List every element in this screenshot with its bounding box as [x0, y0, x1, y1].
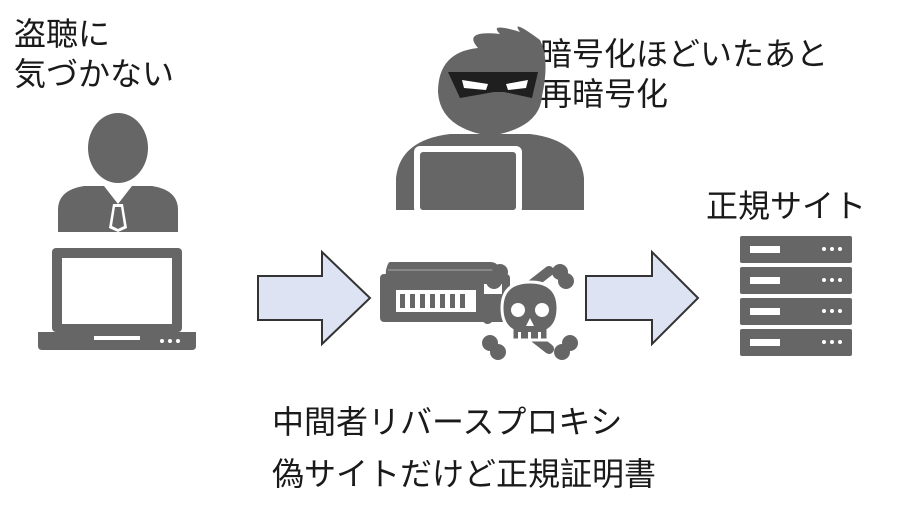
arrow-right-icon	[257, 249, 372, 347]
user-icon	[58, 113, 178, 232]
router-icon	[380, 262, 510, 322]
proxy-label: 中間者リバースプロキシ 偽サイトだけど正規証明書	[272, 396, 656, 500]
attacker-label: 暗号化ほどいたあと 再暗号化	[540, 34, 828, 114]
attacker-label-line-1: 暗号化ほどいたあと	[540, 35, 829, 73]
victim-label: 盗聴に 気づかない	[14, 14, 174, 94]
proxy-label-line-2: 偽サイトだけど正規証明書	[272, 455, 657, 493]
victim-label-line-2: 気づかない	[14, 55, 175, 93]
legit-site-label: 正規サイト	[706, 187, 867, 225]
skull-crossbones-icon	[482, 264, 578, 360]
arrow-right-icon	[585, 249, 700, 347]
proxy-label-line-1: 中間者リバースプロキシ	[272, 403, 623, 441]
hacker-icon	[396, 26, 584, 214]
server-icon	[740, 236, 852, 356]
laptop-icon	[38, 248, 196, 350]
victim-label-line-1: 盗聴に	[14, 15, 111, 53]
attacker-label-line-2: 再暗号化	[540, 75, 669, 113]
